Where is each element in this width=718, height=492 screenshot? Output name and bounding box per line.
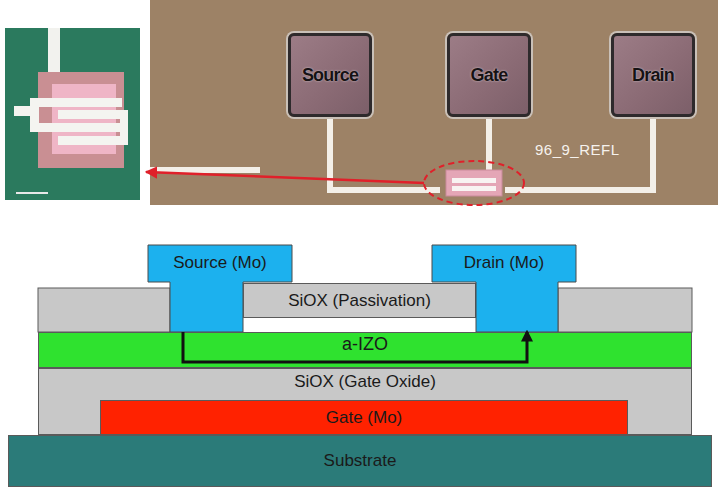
pad-label: Gate: [471, 65, 508, 86]
callout-arrow: [146, 172, 424, 183]
contact-pad: Source: [288, 33, 372, 117]
passivation-layer: [558, 288, 692, 332]
drain-electrode: Drain (Mo): [432, 245, 576, 332]
gate-electrode: Gate (Mo): [100, 400, 628, 435]
layer-label: Gate (Mo): [326, 408, 403, 428]
channel-layer: a-IZO: [38, 332, 692, 368]
electrode-shape: [432, 245, 576, 332]
layer-label: Source (Mo): [173, 253, 267, 273]
layer-label: Drain (Mo): [464, 253, 544, 273]
passivation-layer: [38, 288, 170, 332]
main-micrograph: [150, 0, 718, 205]
pad-label: Drain: [632, 65, 674, 86]
layer-label: a-IZO: [342, 334, 388, 354]
layer-label: SiOX (Gate Oxide): [294, 372, 436, 392]
substrate-layer: Substrate: [8, 435, 712, 487]
layer-label: SiOX (Passivation): [288, 291, 431, 311]
current-path-arrow: [183, 332, 527, 362]
pad-label: Source: [302, 65, 358, 86]
contact-pad: Gate: [447, 33, 531, 117]
contact-pad: Drain: [611, 33, 695, 117]
inset-micrograph: [5, 28, 140, 200]
layer-label: Substrate: [324, 451, 397, 471]
gate-oxide-layer: SiOX (Gate Oxide) Gate (Mo): [38, 368, 692, 435]
passivation-layer: SiOX (Passivation): [243, 283, 476, 318]
device-id-label: 96_9_REFL: [535, 141, 620, 158]
